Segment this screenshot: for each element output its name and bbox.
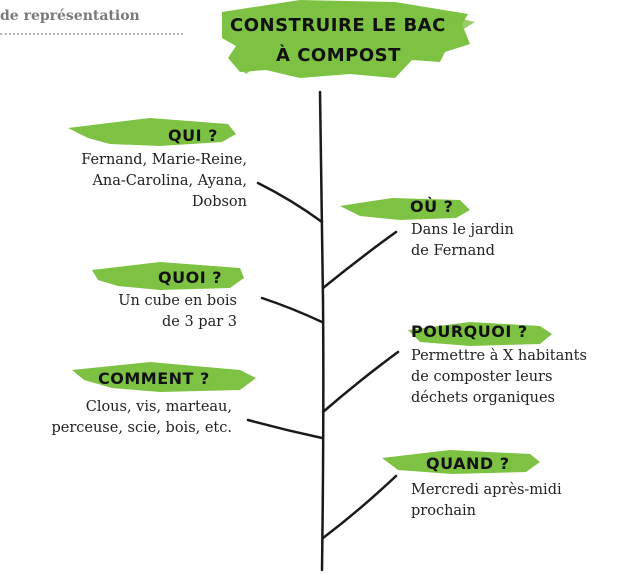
trunk-line [318, 90, 325, 572]
branch-qui [256, 181, 324, 224]
branch-comment [246, 418, 324, 440]
answer-quand-line-2: prochain [411, 503, 477, 519]
branch-ou [321, 230, 398, 290]
answer-ou-line-1: Dans le jardin [411, 222, 514, 238]
section-label: de représentation [0, 8, 140, 24]
brush-quoi [92, 262, 244, 290]
branch-quand [321, 474, 398, 540]
brush-comment [72, 362, 256, 392]
answer-qui-line-2: Ana-Carolina, Ayana, [92, 173, 247, 189]
answer-comment-line-1: Clous, vis, marteau, [85, 399, 232, 415]
answer-pourquoi-line-2: de composter leurs [411, 369, 553, 385]
answer-qui-line-3: Dobson [191, 194, 247, 210]
answer-ou-line-2: de Fernand [411, 243, 495, 259]
branch-quoi [260, 296, 324, 324]
answer-quoi-line-2: de 3 par 3 [162, 314, 237, 330]
label-quoi: QUOI ? [158, 268, 222, 287]
title-line-1: CONSTRUIRE LE BAC [230, 15, 446, 36]
answer-qui: Fernand, Marie-Reine, Ana-Carolina, Ayan… [22, 150, 247, 213]
brush-ou [340, 198, 470, 220]
title-line-2: À COMPOST [276, 45, 401, 66]
dotted-divider [0, 33, 183, 35]
answer-ou: Dans le jardin de Fernand [411, 220, 514, 262]
label-ou: OÙ ? [410, 197, 454, 216]
answer-quoi: Un cube en bois de 3 par 3 [60, 291, 237, 333]
answer-quoi-line-1: Un cube en bois [118, 293, 237, 309]
title-brush [222, 0, 475, 78]
label-comment: COMMENT ? [98, 369, 210, 388]
answer-pourquoi-line-3: déchets organiques [411, 390, 555, 406]
label-quand: QUAND ? [426, 454, 510, 473]
brush-quand [382, 450, 540, 474]
answer-pourquoi: Permettre à X habitants de composter leu… [411, 346, 587, 409]
brush-qui [68, 118, 236, 146]
label-qui: QUI ? [168, 126, 218, 145]
brush-pourquoi [408, 322, 552, 346]
answer-comment: Clous, vis, marteau, perceuse, scie, boi… [0, 397, 232, 439]
answer-quand: Mercredi après-midi prochain [411, 480, 562, 522]
answer-pourquoi-line-1: Permettre à X habitants [411, 348, 587, 364]
answer-qui-line-1: Fernand, Marie-Reine, [81, 152, 247, 168]
branch-pourquoi [321, 350, 400, 414]
label-pourquoi: POURQUOI ? [411, 322, 528, 341]
answer-quand-line-1: Mercredi après-midi [411, 482, 562, 498]
answer-comment-line-2: perceuse, scie, bois, etc. [51, 420, 232, 436]
